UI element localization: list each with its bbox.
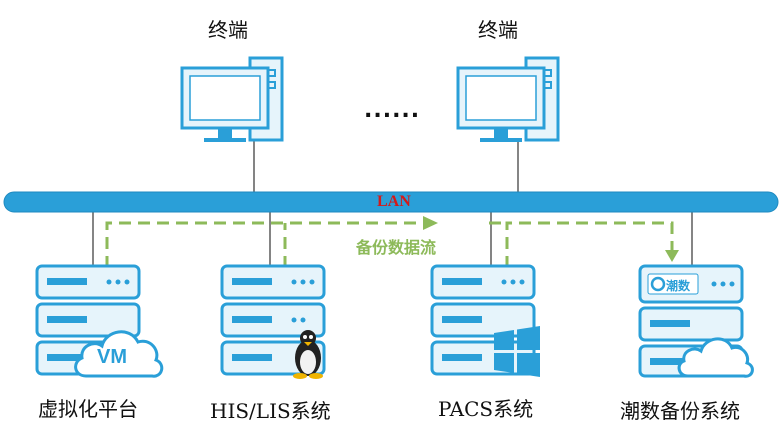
windows-logo-icon xyxy=(494,326,540,377)
flow-arrow-end xyxy=(665,250,679,262)
linux-penguin-icon xyxy=(293,330,323,379)
terminal-1-label: 终端 xyxy=(208,18,248,42)
server-2-label: HIS/LIS系统 xyxy=(210,399,331,423)
lan-bus xyxy=(3,191,779,213)
backup-cloud-icon xyxy=(677,337,754,378)
backup-logo-text: 潮数 xyxy=(666,278,691,293)
terminal-2-icon xyxy=(456,56,560,142)
ellipsis: ...... xyxy=(364,98,421,123)
server-1-label: 虚拟化平台 xyxy=(38,397,138,421)
server-4-label: 潮数备份系统 xyxy=(620,399,740,423)
cloud-icon xyxy=(74,330,164,378)
server-3-label: PACS系统 xyxy=(438,397,534,421)
flow-arrow-mid xyxy=(423,216,438,230)
vm-badge: VM xyxy=(97,346,127,368)
server-3-icon xyxy=(430,264,536,376)
backup-flow-label: 备份数据流 xyxy=(356,238,437,257)
server-2-icon xyxy=(220,264,326,376)
lan-label: LAN xyxy=(377,193,411,210)
terminal-2-label: 终端 xyxy=(478,18,518,42)
terminal-1-icon xyxy=(180,56,284,142)
backup-flow-lines xyxy=(105,221,674,268)
